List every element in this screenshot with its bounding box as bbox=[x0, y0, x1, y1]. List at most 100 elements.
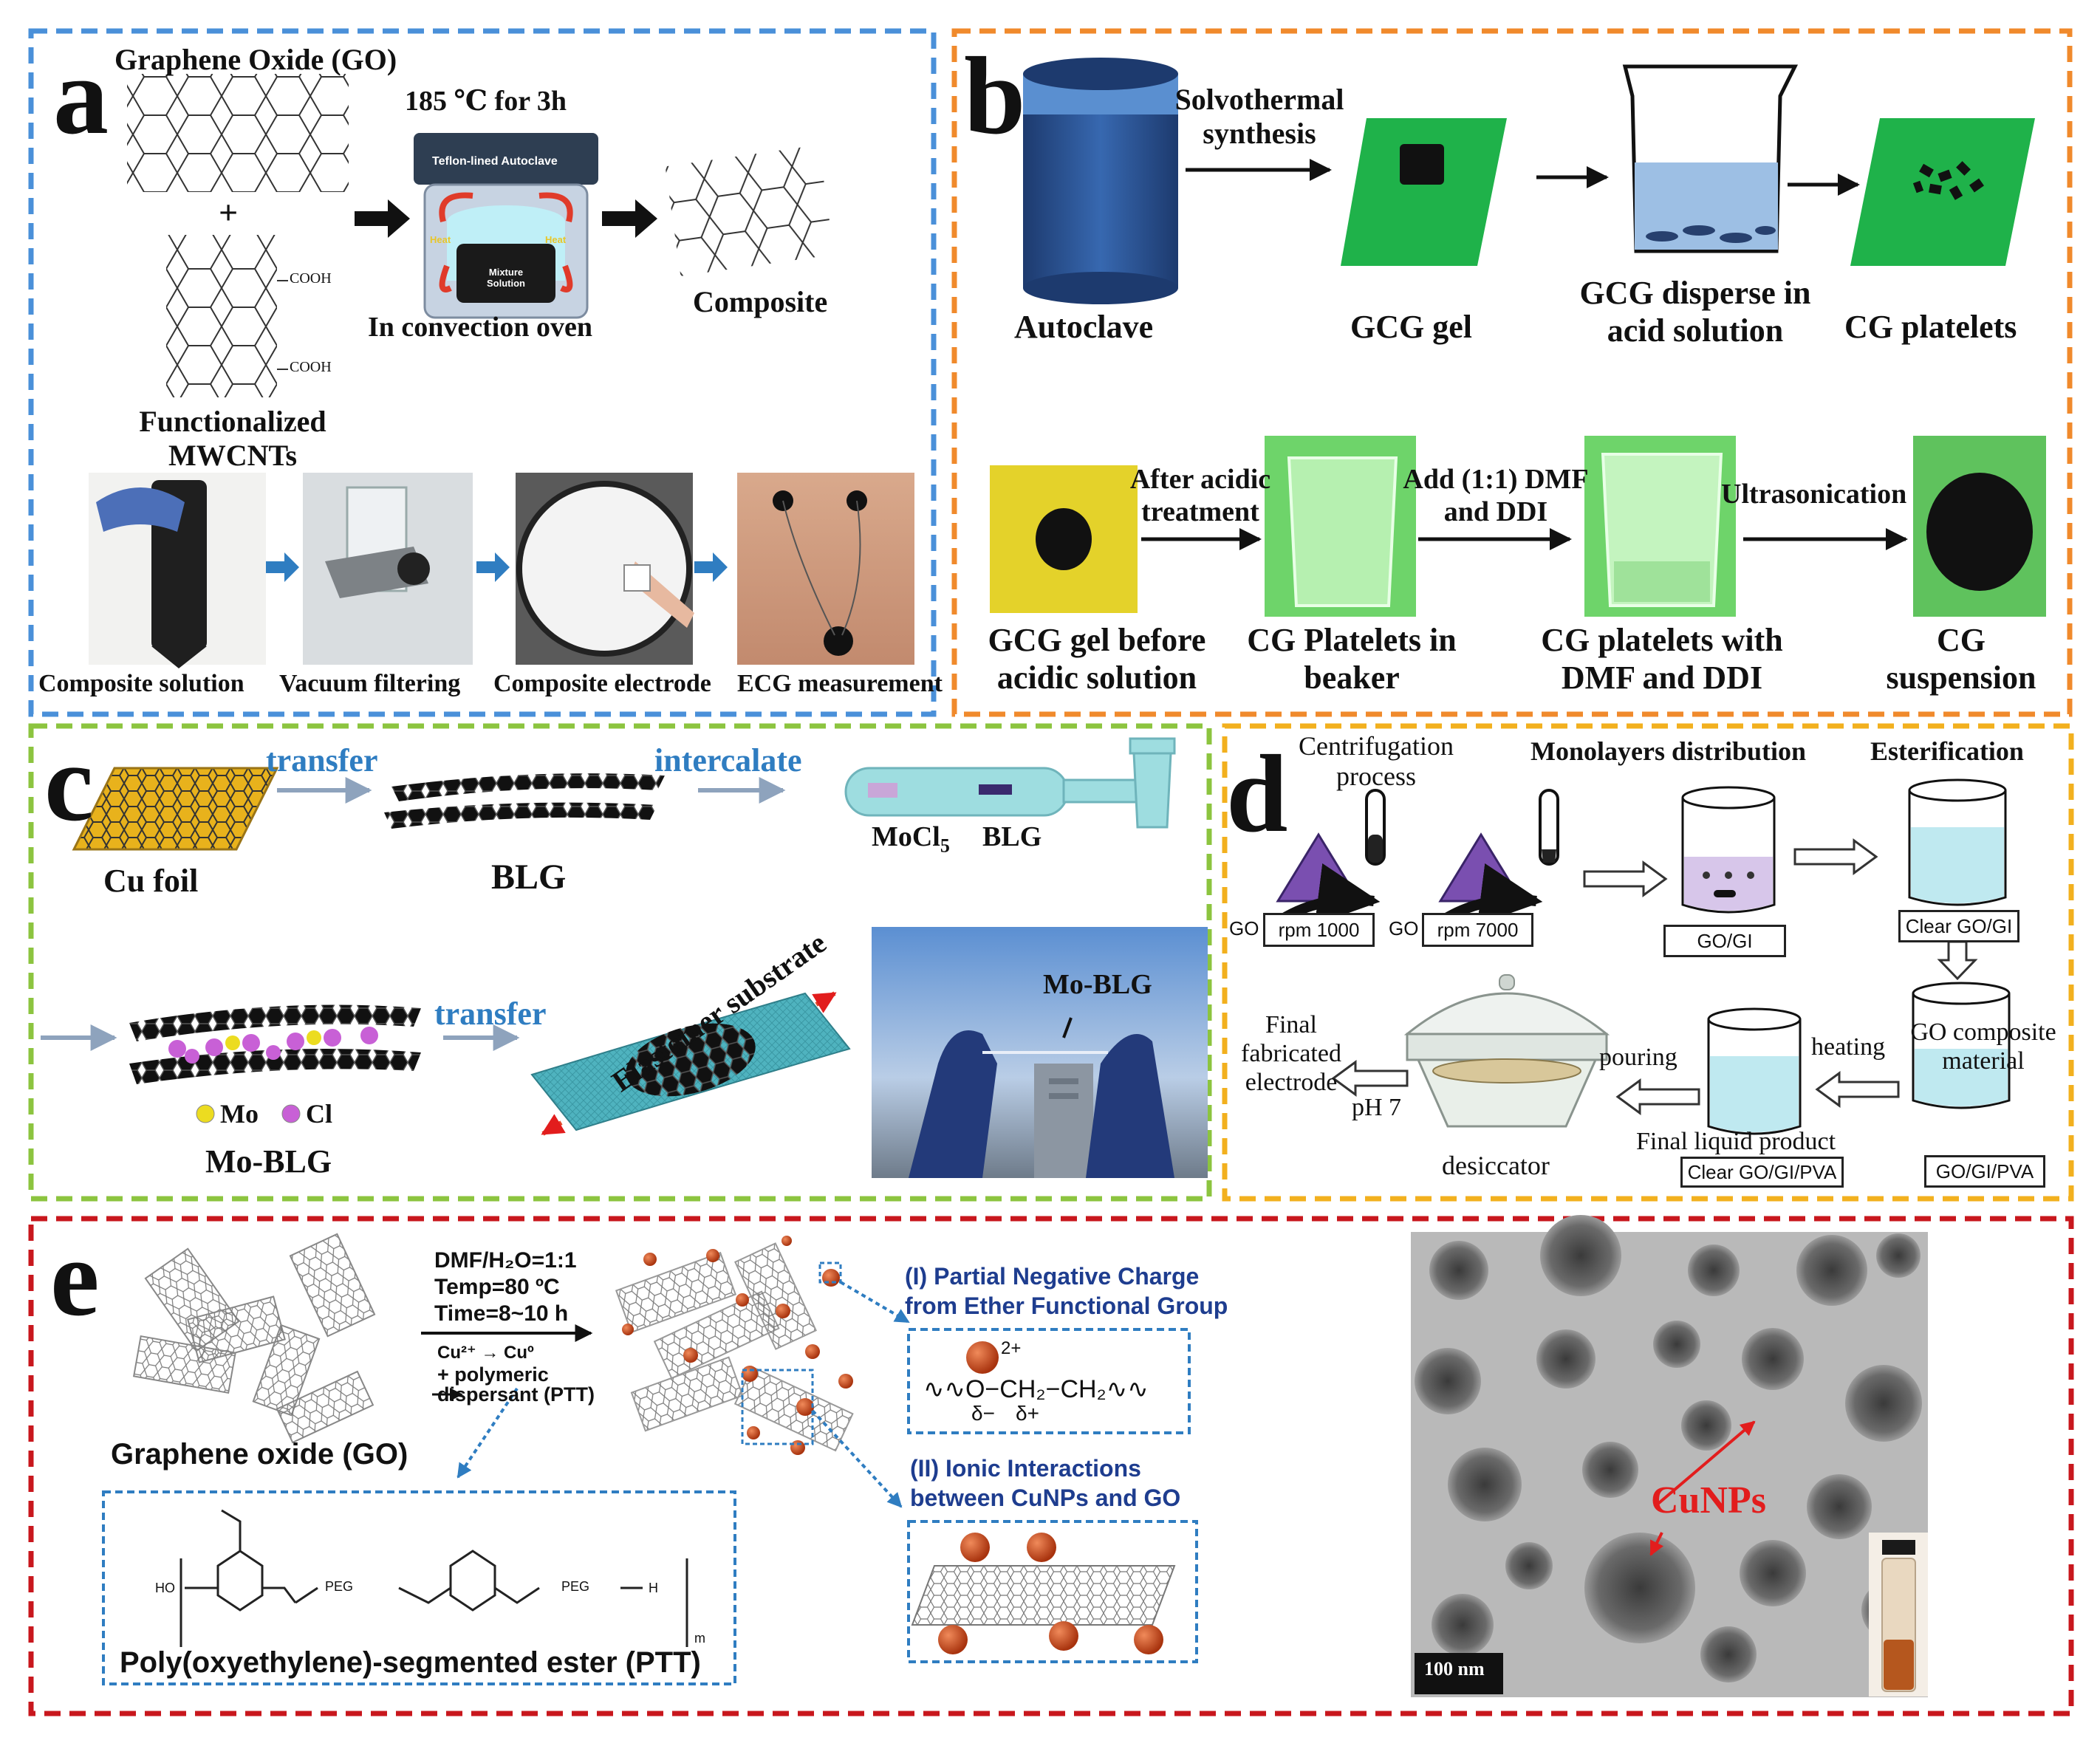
delta-plus-label: δ+ bbox=[1016, 1402, 1039, 1425]
ptt-structure bbox=[179, 1509, 688, 1647]
cu-ion-ether bbox=[966, 1341, 999, 1374]
heat-label-1: Heat bbox=[430, 234, 451, 245]
blue-arrow-a3 bbox=[694, 552, 728, 582]
legend-mo-label: Mo bbox=[220, 1099, 259, 1129]
ether-formula: ∿∿O−CH₂−CH₂∿∿ bbox=[923, 1375, 1149, 1403]
ionic-box bbox=[907, 1520, 1198, 1663]
panel-e-letter: e bbox=[50, 1216, 100, 1339]
caption-vacuum-filtering: Vacuum filtering bbox=[279, 670, 461, 697]
mwcnt-tube bbox=[166, 235, 277, 397]
panel-d-border bbox=[1222, 723, 2074, 1202]
hollow-arrow-down bbox=[1937, 940, 1978, 981]
caption-gcg-gel-before: GCG gel before acidic solution bbox=[988, 622, 1206, 696]
beaker-go-gi bbox=[1681, 786, 1776, 914]
panel-e-graphics bbox=[102, 1215, 1928, 1697]
hollow-arrow-pouring bbox=[1615, 1078, 1700, 1115]
gcg-gel-label: GCG gel bbox=[1350, 309, 1472, 345]
go-label: Graphene Oxide (GO) bbox=[114, 43, 397, 76]
go-label-2: GO bbox=[1389, 917, 1419, 939]
zoom-box-2 bbox=[741, 1369, 814, 1445]
after-acidic-label: After acidic treatment bbox=[1129, 464, 1271, 527]
transfer-label-1: transfer bbox=[266, 742, 378, 778]
condition-line-1: DMF/H₂O=1:1 bbox=[434, 1248, 577, 1273]
mo-blg-structure bbox=[129, 1004, 421, 1084]
panel-e-border bbox=[28, 1216, 2074, 1716]
mo-blg-label: Mo-BLG bbox=[205, 1143, 332, 1180]
ptt-peg-1: PEG bbox=[325, 1579, 354, 1594]
go-sheets bbox=[132, 1233, 376, 1444]
autoclave-cylinder bbox=[1023, 58, 1178, 304]
cooh-label-2: COOH bbox=[290, 359, 332, 375]
centrifugation-label: Centrifugation process bbox=[1299, 731, 1454, 792]
blue-arrow-a1 bbox=[266, 552, 299, 582]
monolayers-label: Monolayers distribution bbox=[1530, 736, 1807, 766]
ptt-label: Poly(oxyethylene)-segmented ester (PTT) bbox=[120, 1646, 701, 1679]
blg-label: BLG bbox=[491, 857, 567, 897]
hollow-arrow-heating bbox=[1815, 1071, 1900, 1108]
condition-label: 185 ℃ for 3h bbox=[405, 86, 567, 117]
condition-line-2: Temp=80 ºC bbox=[434, 1275, 560, 1299]
scale-bar-box bbox=[1415, 1653, 1503, 1694]
cu-foil bbox=[72, 767, 279, 851]
mocl5-prefix: MoCl bbox=[872, 821, 940, 852]
mocl5-label: MoCl5 bbox=[872, 821, 950, 857]
cg-platelets-label: CG platelets bbox=[1844, 309, 2017, 345]
esterification-label: Esterification bbox=[1870, 736, 2024, 766]
caption-cg-dmf-ddi: CG platelets with DMF and DDI bbox=[1541, 622, 1783, 696]
rpm-7000-box: rpm 7000 bbox=[1422, 913, 1533, 947]
delta-minus-label: δ− bbox=[971, 1402, 995, 1425]
panel-a-graphics bbox=[89, 74, 914, 668]
beaker-final-liquid bbox=[1707, 1007, 1802, 1135]
acid-beaker bbox=[1622, 64, 1799, 253]
blg-bilayer bbox=[384, 773, 665, 829]
heating-label: heating bbox=[1811, 1033, 1886, 1061]
rpm-1000-box: rpm 1000 bbox=[1263, 913, 1375, 947]
desiccator-label: desiccator bbox=[1442, 1151, 1550, 1180]
condition-line-3: Time=8~10 h bbox=[434, 1301, 569, 1326]
autoclave-label: Autoclave bbox=[1014, 309, 1154, 345]
composite-structure bbox=[665, 145, 835, 276]
hollow-arrow-ph bbox=[1331, 1060, 1409, 1097]
ptt-peg-2: PEG bbox=[561, 1579, 590, 1594]
ether-box bbox=[907, 1328, 1191, 1434]
caption-composite-electrode: Composite electrode bbox=[493, 670, 711, 697]
reaction-label: Cu²⁺ → Cuº bbox=[437, 1343, 534, 1363]
panel-b-letter: b bbox=[964, 35, 1026, 157]
quartz-tube bbox=[844, 737, 1176, 829]
panel-c-letter: c bbox=[44, 722, 94, 844]
final-liquid-label: Final liquid product bbox=[1636, 1128, 1836, 1155]
hollow-arrow-1 bbox=[1583, 860, 1668, 897]
intercalate-label: intercalate bbox=[654, 742, 802, 778]
add-dmf-label: Add (1:1) DMF and DDI bbox=[1403, 464, 1589, 527]
dispersant-label: + polymeric dispersant (PTT) bbox=[437, 1363, 595, 1406]
gcg-gel-sheet bbox=[1341, 118, 1507, 266]
cu-charge-label: 2+ bbox=[1001, 1338, 1022, 1358]
interaction-1-label: (I) Partial Negative Charge from Ether F… bbox=[905, 1263, 1228, 1319]
ptt-h: H bbox=[649, 1581, 658, 1595]
panel-d-graphics bbox=[1267, 778, 2011, 1135]
ph-label: pH 7 bbox=[1352, 1094, 1402, 1121]
mwcnt-label: Functionalized MWCNTs bbox=[139, 405, 326, 472]
go-gi-pva-box: GO/GI/PVA bbox=[1924, 1155, 2045, 1188]
caption-cg-beaker: CG Platelets in beaker bbox=[1247, 622, 1457, 696]
ultrasonication-label: Ultrasonication bbox=[1721, 479, 1907, 510]
mocl5-blg-label: BLG bbox=[982, 821, 1042, 852]
interaction-2-label: (II) Ionic Interactions between CuNPs an… bbox=[910, 1455, 1181, 1511]
caption-ecg-measurement: ECG measurement bbox=[737, 670, 943, 697]
desiccator-illustration bbox=[1403, 974, 1610, 1128]
cg-platelets-sheet bbox=[1850, 118, 2035, 266]
go-composite-label: GO composite material bbox=[1910, 1019, 2056, 1075]
cooh-label-1: COOH bbox=[290, 270, 332, 287]
black-arrow-2 bbox=[602, 199, 657, 238]
cunps-on-go bbox=[615, 1236, 854, 1455]
tem-nanoparticles bbox=[1415, 1215, 1922, 1682]
caption-cg-suspension: CG suspension bbox=[1886, 622, 2036, 696]
mocl5-subscript: 5 bbox=[940, 835, 950, 857]
mixture-label: Mixture Solution bbox=[487, 267, 525, 289]
cu-foil-label: Cu foil bbox=[103, 863, 199, 899]
caption-composite-solution: Composite solution bbox=[38, 670, 244, 697]
ptt-m: m bbox=[694, 1631, 705, 1646]
clear-go-gi-pva-box: Clear GO/GI/PVA bbox=[1680, 1157, 1844, 1188]
solvothermal-label: Solvothermal synthesis bbox=[1174, 83, 1344, 150]
graphene-oxide-sheet bbox=[127, 74, 349, 192]
